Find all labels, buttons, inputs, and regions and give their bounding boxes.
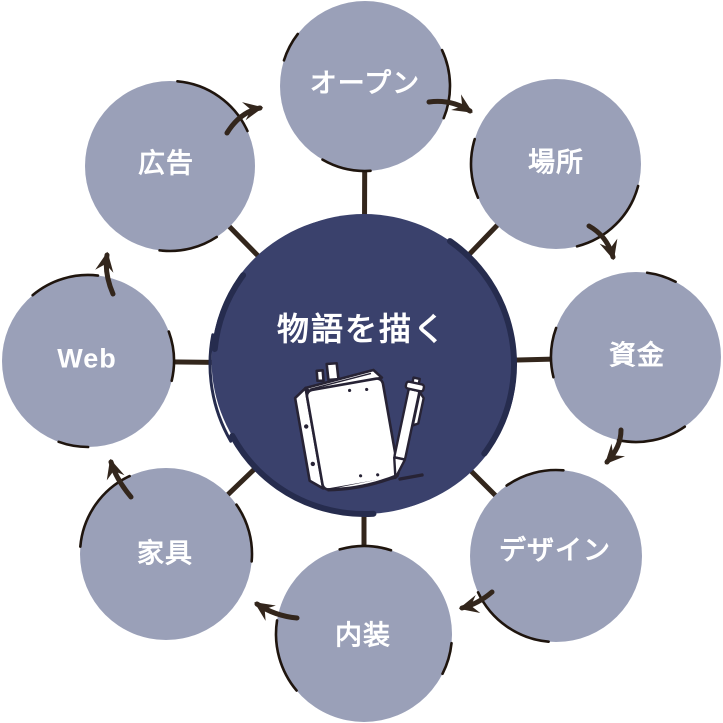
center-circle (208, 208, 520, 520)
node-circle-funds (549, 270, 723, 444)
node-label-web: Web (57, 343, 117, 374)
node-label-place: 場所 (528, 147, 584, 178)
arrow-place-to-funds (586, 223, 618, 261)
node-circle-ads (83, 79, 257, 253)
arrow-web-to-ads (95, 251, 116, 297)
node-label-funds: 資金 (609, 340, 665, 371)
node-circle-web (0, 273, 176, 449)
ground-dash (398, 473, 424, 481)
node-circle-design (468, 468, 644, 644)
center-label: 物語を描く (276, 311, 448, 347)
arrow-furniture-to-web (106, 458, 134, 500)
arrow-open-to-place (426, 94, 473, 114)
node-circle-interior (274, 544, 454, 723)
node-circle-place (469, 77, 643, 251)
node-label-open: オープン (309, 68, 421, 99)
arrow-ads-to-open (224, 102, 264, 136)
node-label-design: デザイン (499, 535, 611, 566)
node-circle-open (278, 0, 452, 173)
flow-arrows (95, 94, 626, 621)
node-label-furniture: 家具 (137, 538, 193, 569)
notebook-pen-illustration (293, 361, 426, 492)
arrow-funds-to-design (604, 427, 626, 465)
pen-icon (393, 376, 426, 480)
node-label-interior: 内装 (335, 620, 391, 651)
arrow-design-to-interior (458, 589, 495, 613)
node-circle-furniture (78, 466, 254, 642)
arrow-interior-to-furniture (254, 601, 300, 621)
notebook-icon (293, 361, 400, 492)
node-label-ads: 広告 (138, 148, 194, 179)
